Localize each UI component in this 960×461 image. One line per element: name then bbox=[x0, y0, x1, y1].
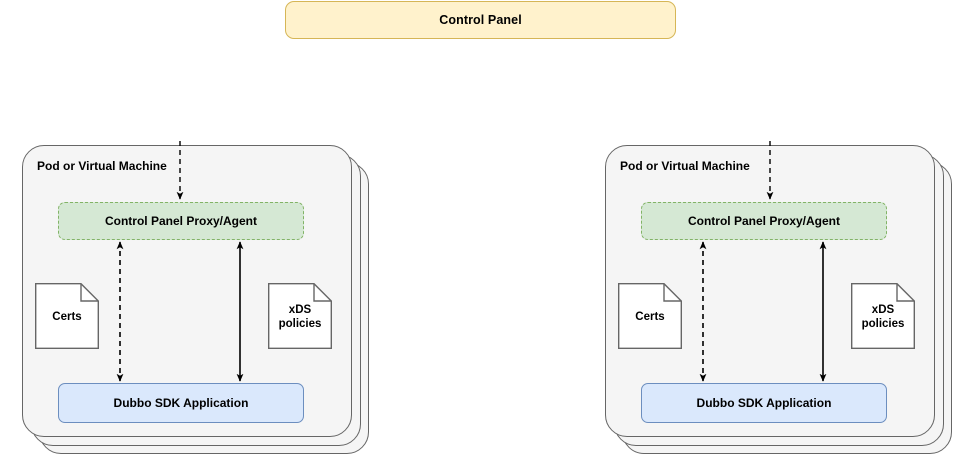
xds-label-line1: xDS bbox=[871, 303, 895, 316]
pod-group-right[interactable]: Pod or Virtual Machine Control Panel Pro… bbox=[605, 145, 953, 455]
control-panel-proxy-agent-left[interactable]: Control Panel Proxy/Agent bbox=[58, 202, 304, 240]
xds-policies-label-right: xDS policies bbox=[851, 283, 915, 349]
certs-document-left[interactable]: Certs bbox=[35, 283, 99, 349]
xds-policies-document-right[interactable]: xDS policies bbox=[851, 283, 915, 349]
control-panel-proxy-agent-right[interactable]: Control Panel Proxy/Agent bbox=[641, 202, 887, 240]
xds-label-line1: xDS bbox=[288, 303, 312, 316]
certs-label-left: Certs bbox=[52, 310, 82, 323]
control-panel-label: Control Panel bbox=[439, 13, 522, 27]
control-panel-box[interactable]: Control Panel bbox=[285, 1, 676, 39]
proxy-label-left: Control Panel Proxy/Agent bbox=[104, 214, 258, 228]
xds-label-line2: policies bbox=[278, 317, 322, 330]
dubbo-sdk-application-left[interactable]: Dubbo SDK Application bbox=[58, 383, 304, 423]
document-icon bbox=[268, 283, 332, 349]
dubbo-sdk-application-right[interactable]: Dubbo SDK Application bbox=[641, 383, 887, 423]
proxy-label-right: Control Panel Proxy/Agent bbox=[687, 214, 841, 228]
document-icon bbox=[35, 283, 99, 349]
xds-label-line2: policies bbox=[861, 317, 905, 330]
xds-policies-label-left: xDS policies bbox=[268, 283, 332, 349]
document-icon bbox=[851, 283, 915, 349]
sdk-label-left: Dubbo SDK Application bbox=[113, 396, 249, 410]
pod-title-left: Pod or Virtual Machine bbox=[37, 159, 167, 173]
pod-group-left[interactable]: Pod or Virtual Machine Control Panel Pro… bbox=[22, 145, 370, 455]
xds-policies-document-left[interactable]: xDS policies bbox=[268, 283, 332, 349]
certs-label-right: Certs bbox=[635, 310, 665, 323]
document-icon bbox=[618, 283, 682, 349]
pod-title-right: Pod or Virtual Machine bbox=[620, 159, 750, 173]
certs-document-right[interactable]: Certs bbox=[618, 283, 682, 349]
sdk-label-right: Dubbo SDK Application bbox=[696, 396, 832, 410]
